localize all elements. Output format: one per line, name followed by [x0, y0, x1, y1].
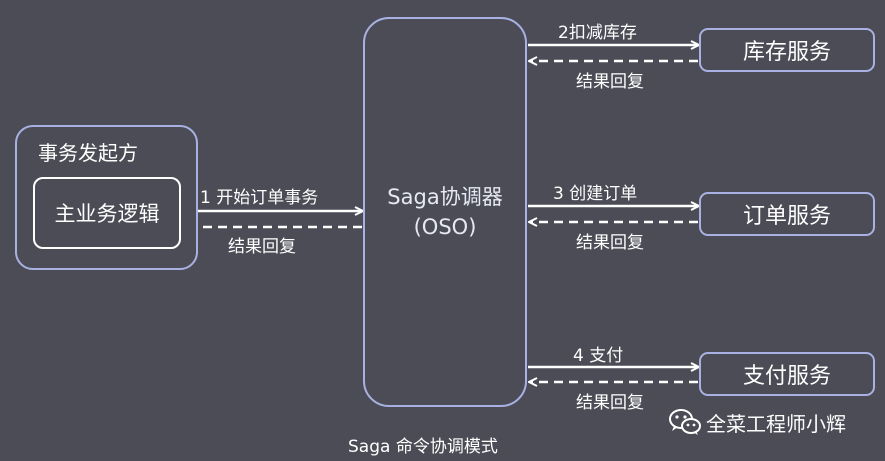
- saga-coordinator-node: Saga协调器 (OSO): [363, 17, 527, 407]
- wechat-icon: [669, 409, 701, 435]
- diagram-caption: Saga 命令协调模式: [348, 437, 498, 457]
- order-request-label: 3 创建订单: [553, 184, 638, 204]
- inventory-service-node: 库存服务: [699, 28, 875, 72]
- coordinator-title: Saga协调器: [387, 185, 503, 209]
- initiator-request-label: 1 开始订单事务: [200, 188, 319, 208]
- inventory-request-label: 2扣减库存: [558, 23, 637, 43]
- inventory-service-label: 库存服务: [742, 40, 831, 65]
- payment-request-label: 4 支付: [573, 346, 624, 366]
- coordinator-subtitle: (OSO): [413, 215, 477, 239]
- initiator-node: 事务发起方 主业务逻辑: [15, 125, 198, 270]
- inventory-reply-label: 结果回复: [576, 72, 644, 92]
- payment-reply-label: 结果回复: [576, 393, 644, 413]
- payment-service-node: 支付服务: [699, 352, 875, 396]
- initiator-title: 事务发起方: [38, 141, 138, 165]
- order-service-node: 订单服务: [699, 192, 875, 236]
- order-service-label: 订单服务: [742, 204, 831, 229]
- initiator-reply-label: 结果回复: [228, 237, 296, 257]
- payment-service-label: 支付服务: [742, 364, 831, 389]
- main-business-logic-node: 主业务逻辑: [33, 177, 181, 249]
- main-business-logic-label: 主业务逻辑: [54, 202, 160, 226]
- watermark-text: 全菜工程师小辉: [706, 412, 846, 436]
- order-reply-label: 结果回复: [576, 233, 644, 253]
